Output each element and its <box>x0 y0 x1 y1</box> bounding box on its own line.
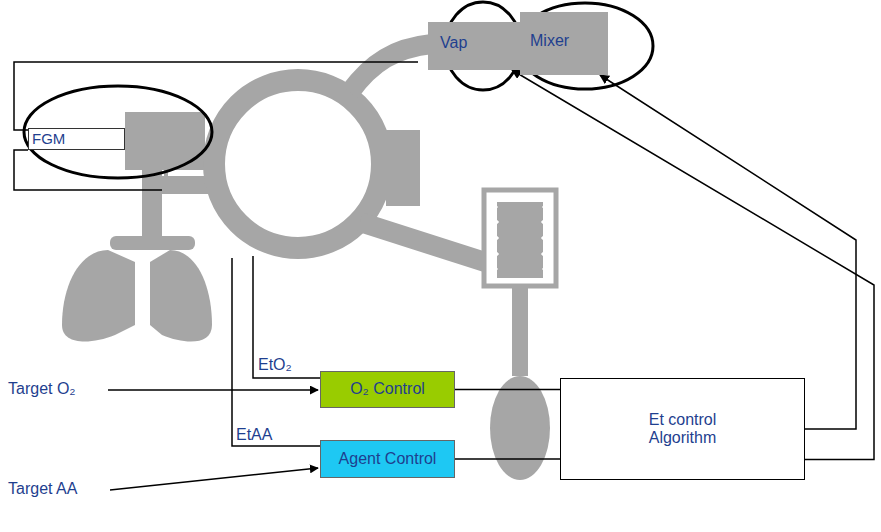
node-text: O₂ Control <box>350 380 425 398</box>
reservoir-bag <box>490 376 550 480</box>
bronchi <box>110 236 195 250</box>
input-label: Target AA <box>8 480 77 498</box>
bellows-housing <box>484 190 556 286</box>
sensor-label-box: FGM <box>28 128 125 150</box>
signal-connector <box>455 458 560 460</box>
fresh-gas-pipe <box>350 44 432 92</box>
bag-neck <box>512 286 528 376</box>
mixer-box: Mixer <box>520 12 608 75</box>
node-text: Agent Control <box>339 450 437 468</box>
wires <box>14 62 418 490</box>
highlight-rings <box>24 2 653 178</box>
lungs <box>62 168 212 342</box>
right-lung <box>150 250 212 342</box>
bellows-folds <box>489 206 551 270</box>
signal-name: EtAA <box>236 426 272 444</box>
signal-connector <box>600 75 856 429</box>
trachea <box>142 168 162 243</box>
vaporizer-box: Vap <box>428 22 520 70</box>
left-lung <box>62 250 135 342</box>
breathing-circle <box>214 80 382 248</box>
node-text: Mixer <box>530 32 569 50</box>
algorithm-box: Et control Algorithm <box>560 378 805 480</box>
input-label: Target O₂ <box>8 380 76 398</box>
absorber <box>386 130 420 206</box>
bellows <box>497 202 543 278</box>
node-text: FGM <box>32 130 65 147</box>
signal-connector <box>455 389 560 391</box>
signal-name: EtO₂ <box>258 356 292 374</box>
o2-control-box: O₂ Control <box>320 371 455 408</box>
agent-control-box: Agent Control <box>320 440 455 478</box>
node-text: Et control Algorithm <box>628 411 738 448</box>
ventilator-pipe <box>360 222 485 262</box>
node-text: Vap <box>440 34 467 52</box>
